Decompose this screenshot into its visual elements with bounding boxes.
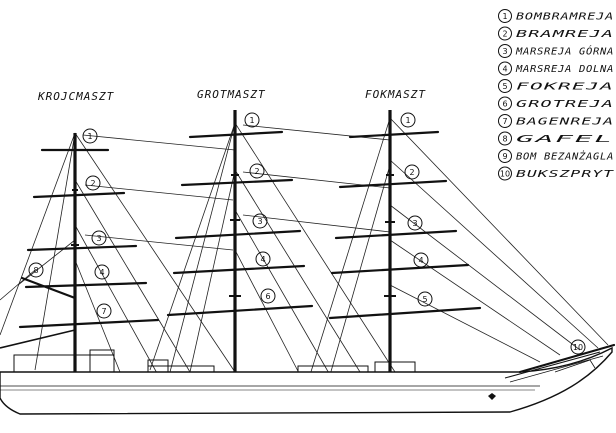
hull bbox=[0, 346, 613, 415]
svg-text:5: 5 bbox=[422, 295, 427, 304]
legend-label: FOKREJA bbox=[516, 82, 614, 93]
legend-number: 3 bbox=[502, 47, 507, 56]
legend-item: 8 GAFEL bbox=[498, 131, 614, 146]
svg-text:4: 4 bbox=[418, 256, 423, 265]
svg-text:6: 6 bbox=[265, 292, 270, 301]
legend-item: 9 BOM BEZANŻAGLA bbox=[498, 149, 614, 163]
callout-fore-2: 2 bbox=[404, 164, 420, 180]
callout-mizzen-3: 3 bbox=[91, 230, 107, 246]
legend-number-circle bbox=[498, 44, 512, 58]
mast-grotmaszt: 1 2 3 4 6 bbox=[166, 110, 314, 372]
callout-mizzen-4: 4 bbox=[94, 264, 110, 280]
svg-text:1: 1 bbox=[249, 116, 254, 125]
svg-text:3: 3 bbox=[96, 234, 101, 243]
svg-text:2: 2 bbox=[254, 167, 259, 176]
legend-label: GROTREJA bbox=[516, 99, 614, 110]
legend-number-circle bbox=[498, 9, 512, 23]
svg-text:2: 2 bbox=[409, 168, 414, 177]
callout-mizzen-2: 2 bbox=[85, 175, 101, 191]
legend-label: BAGENREJA bbox=[516, 117, 614, 128]
legend-number: 4 bbox=[502, 65, 507, 74]
callout-main-3: 3 bbox=[252, 213, 268, 229]
svg-text:1: 1 bbox=[405, 116, 410, 125]
legend-number-circle bbox=[498, 26, 512, 41]
legend-label: MARSREJA DOLNA bbox=[515, 64, 614, 75]
callout-mizzen-8: 8 bbox=[28, 262, 44, 278]
legend-number: 10 bbox=[500, 170, 510, 179]
callout-fore-4: 4 bbox=[413, 252, 429, 268]
legend-item: 10 BUKSZPRYT bbox=[498, 166, 615, 181]
svg-text:4: 4 bbox=[260, 255, 265, 264]
legend-number-circle bbox=[498, 149, 512, 163]
callout-main-6: 6 bbox=[260, 288, 276, 304]
legend-item: 5 FOKREJA bbox=[498, 79, 614, 93]
legend-item: 4 MARSREJA DOLNA bbox=[498, 61, 614, 76]
rigging-lines bbox=[0, 117, 609, 376]
legend-number: 1 bbox=[502, 12, 507, 21]
svg-text:3: 3 bbox=[412, 219, 417, 228]
legend-item: 7 BAGENREJA bbox=[498, 114, 614, 128]
mast-label-grotmaszt: GROTMASZT bbox=[197, 88, 266, 101]
callout-main-2: 2 bbox=[249, 163, 265, 179]
callout-main-1: 1 bbox=[244, 112, 260, 128]
callout-fore-3: 3 bbox=[407, 215, 423, 231]
svg-text:1: 1 bbox=[87, 132, 92, 141]
legend-label: BOMBRAMREJA bbox=[516, 12, 614, 23]
svg-text:4: 4 bbox=[99, 268, 104, 277]
svg-text:7: 7 bbox=[101, 307, 106, 316]
callout-mizzen-7: 7 bbox=[96, 303, 112, 319]
legend-number-circle bbox=[498, 61, 512, 76]
mast-label-krojcmaszt: KROJCMASZT bbox=[37, 90, 115, 103]
mast-label-fokmaszt: FOKMASZT bbox=[365, 88, 426, 101]
legend-number-circle bbox=[498, 166, 512, 181]
mast-fokmaszt: 1 2 3 4 5 bbox=[328, 110, 482, 372]
callout-mizzen-1: 1 bbox=[82, 128, 98, 144]
legend-number: 8 bbox=[502, 135, 507, 144]
legend-label: GAFEL bbox=[516, 134, 614, 145]
svg-text:8: 8 bbox=[33, 266, 38, 275]
callout-main-4: 4 bbox=[255, 251, 271, 267]
svg-text:2: 2 bbox=[90, 179, 95, 188]
legend-number: 2 bbox=[502, 30, 507, 39]
legend-item: 2 BRAMREJA bbox=[498, 26, 614, 41]
callout-fore-5: 5 bbox=[417, 291, 433, 307]
bowsprit: 10 bbox=[518, 339, 616, 374]
callout-fore-1: 1 bbox=[400, 112, 416, 128]
legend: 1 BOMBRAMREJA 2 BRAMREJA 3 MARSREJA GÓRNA 4 MAR… bbox=[498, 9, 615, 181]
mast-krojcmaszt: 1 2 3 4 7 8 bbox=[0, 128, 160, 372]
legend-number-circle bbox=[498, 131, 512, 146]
legend-number-circle bbox=[498, 114, 512, 128]
legend-number-circle bbox=[498, 96, 512, 111]
callout-bowsprit-10: 10 bbox=[573, 343, 583, 352]
legend-number-circle bbox=[498, 79, 512, 93]
legend-number: 5 bbox=[502, 82, 507, 91]
legend-number: 7 bbox=[502, 117, 507, 126]
legend-label: MARSREJA GÓRNA bbox=[515, 46, 614, 58]
legend-label: BUKSZPRYT bbox=[516, 169, 615, 180]
legend-label: BRAMREJA bbox=[516, 29, 614, 40]
legend-number: 6 bbox=[502, 100, 507, 109]
legend-item: 1 BOMBRAMREJA bbox=[498, 9, 614, 23]
legend-item: 6 GROTREJA bbox=[498, 96, 614, 111]
legend-label: BOM BEZANŻAGLA bbox=[516, 152, 614, 163]
svg-text:3: 3 bbox=[257, 217, 262, 226]
legend-number: 9 bbox=[502, 152, 507, 161]
legend-item: 3 MARSREJA GÓRNA bbox=[498, 44, 614, 58]
